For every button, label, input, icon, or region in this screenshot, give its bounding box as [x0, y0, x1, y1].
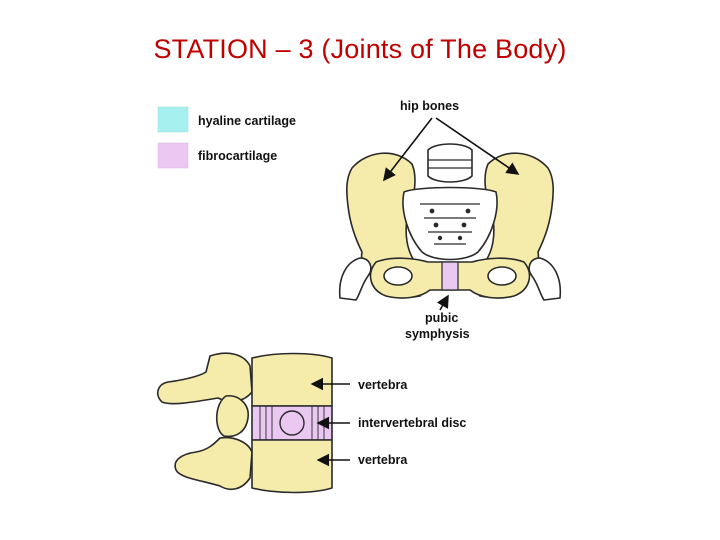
- pubic-symphysis-cartilage: [441, 261, 459, 291]
- legend: hyaline cartilage fibrocartilage: [157, 106, 296, 169]
- slide-title: STATION – 3 (Joints of The Body): [153, 34, 567, 64]
- arrow-left-hip: [383, 117, 433, 182]
- legend-swatch-fibro: [157, 142, 189, 169]
- right-obturator-foramen: [487, 266, 517, 286]
- upper-vertebra-process: [156, 352, 253, 405]
- pelvis-labels: hip bones pubic symphysis: [383, 99, 520, 341]
- label-vertebra-bottom: vertebra: [358, 453, 408, 467]
- lower-vertebra-body: [251, 439, 333, 494]
- left-obturator-foramen: [383, 266, 413, 286]
- lower-vertebra-process: [174, 436, 253, 491]
- spine-labels: vertebra intervertebral disc vertebra: [310, 377, 466, 467]
- label-symphysis: symphysis: [405, 327, 470, 341]
- articular-process: [215, 394, 249, 438]
- sacrum: [402, 186, 498, 261]
- arrow-right-hip: [435, 117, 520, 175]
- label-hip-bones: hip bones: [400, 99, 459, 113]
- legend-label-fibro: fibrocartilage: [198, 149, 277, 163]
- lumbar-vertebra: [427, 143, 473, 183]
- label-intervertebral-disc: intervertebral disc: [358, 416, 466, 430]
- spine-illustration: [156, 352, 333, 494]
- upper-vertebra-body: [251, 352, 333, 407]
- nucleus-pulposus: [279, 410, 305, 436]
- legend-label-hyaline: hyaline cartilage: [198, 114, 296, 128]
- arrow-pubic-symphysis: [436, 294, 449, 311]
- legend-swatch-hyaline: [157, 106, 189, 133]
- label-vertebra-top: vertebra: [358, 378, 408, 392]
- left-femur-head: [338, 257, 372, 301]
- pelvis-illustration: [338, 143, 562, 301]
- right-femur-head: [528, 257, 562, 301]
- label-pubic: pubic: [425, 311, 458, 325]
